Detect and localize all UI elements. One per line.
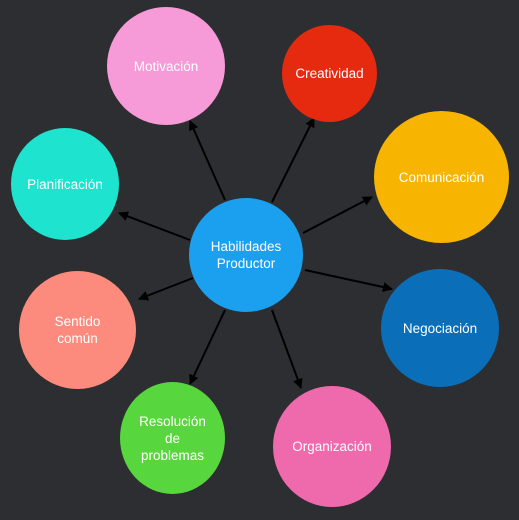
node-resolucion-de-problemas: Resolución de problemas [120, 382, 225, 494]
arrow-to-organizacion [271, 309, 303, 389]
node-label: Sentido común [54, 314, 101, 346]
node-motivacion: Motivación [107, 7, 225, 125]
node-label: Organización [292, 439, 372, 454]
node-planificacion: Planificación [11, 128, 119, 240]
arrow-to-creatividad [271, 117, 315, 203]
node-label: Resolución de problemas [139, 413, 206, 463]
node-label: Negociación [402, 320, 478, 336]
arrow-to-planificacion [118, 211, 191, 241]
center-label: Habilidades Productor [210, 239, 282, 271]
node-sentido-comun: Sentido común [19, 271, 136, 389]
node-label: Comunicación [398, 169, 485, 185]
node-label: Motivación [133, 58, 199, 74]
node-label: Planificación [27, 176, 103, 192]
arrow-to-negociacion [304, 269, 393, 292]
arrow-to-motivacion [189, 120, 226, 201]
node-organizacion: Organización [273, 386, 391, 507]
center-node: Habilidades Productor [189, 198, 303, 312]
node-creatividad: Creatividad [282, 25, 377, 122]
node-negociacion: Negociación [381, 269, 499, 387]
arrow-to-comunicacion [302, 196, 373, 234]
arrow-to-sentido [138, 277, 194, 301]
node-comunicacion: Comunicación [374, 111, 509, 243]
arrow-to-resolucion [189, 309, 226, 385]
node-label: Creatividad [295, 66, 364, 81]
